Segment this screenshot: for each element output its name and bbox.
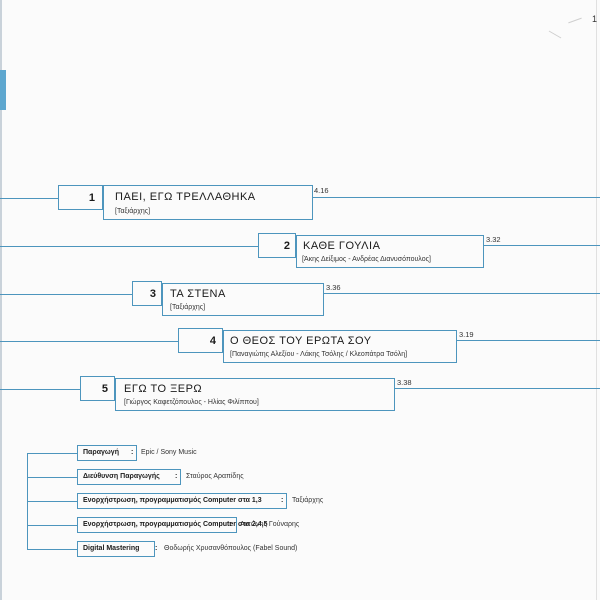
track-title-box xyxy=(103,185,313,220)
track-credits: [Παναγιώτης Αλεξίου - Λάκης Τσόλης / Κλε… xyxy=(230,351,408,358)
credit-label-box xyxy=(77,445,137,461)
credit-value: Epic / Sony Music xyxy=(141,449,197,456)
credit-label: Διεύθυνση Παραγωγής xyxy=(83,473,160,480)
track-number-box xyxy=(258,233,296,258)
track-connector-right xyxy=(457,340,600,341)
credit-label-box xyxy=(77,469,181,485)
track-connector-left xyxy=(0,341,178,342)
track-number: 5 xyxy=(101,383,108,395)
track-connector-left xyxy=(0,246,258,247)
credit-connector xyxy=(27,501,77,502)
track-title: ΤΑ ΣΤΕΝΑ xyxy=(170,288,226,300)
track-connector-right xyxy=(484,245,600,246)
track-duration: 4.16 xyxy=(314,186,329,195)
left-accent-bar xyxy=(0,70,6,110)
track-connector-right xyxy=(324,293,600,294)
track-credits: [Γιώργος Καφετζόπουλος - Ηλίας Φιλίππου] xyxy=(124,399,259,406)
credit-label: Digital Mastering xyxy=(83,545,140,552)
credit-label: Παραγωγή xyxy=(83,449,119,456)
track-title-box xyxy=(296,235,484,268)
track-title-box xyxy=(115,378,395,411)
track-title-box xyxy=(223,330,457,363)
credit-separator: : xyxy=(175,473,178,480)
track-connector-left xyxy=(0,294,132,295)
right-page-edge xyxy=(596,0,597,600)
credit-separator: : xyxy=(281,497,284,504)
track-number-box xyxy=(132,281,162,306)
scratch-mark xyxy=(548,30,562,39)
track-title-box xyxy=(162,283,324,316)
scratch-mark xyxy=(568,17,582,24)
credit-separator: : xyxy=(131,449,134,456)
corner-mark: 1 xyxy=(592,14,598,24)
credit-separator: : xyxy=(229,521,232,528)
credit-connector xyxy=(27,477,77,478)
left-page-edge xyxy=(0,0,2,600)
track-title: Ο ΘΕΟΣ ΤΟΥ ΕΡΩΤΑ ΣΟΥ xyxy=(230,335,372,347)
track-number-box xyxy=(80,376,115,401)
credit-label: Ενορχήστρωση, προγραμματισμός Computer σ… xyxy=(83,521,268,528)
credit-connector xyxy=(27,525,77,526)
track-connector-left xyxy=(0,198,58,199)
track-title: ΚΑΘΕ ΓΟΥΛΙΑ xyxy=(303,240,381,252)
credit-label: Ενορχήστρωση, προγραμματισμός Computer σ… xyxy=(83,497,262,504)
track-number: 1 xyxy=(88,192,95,204)
credit-value: Αντώνης Γούναρης xyxy=(240,521,300,528)
track-title: ΠΑΕΙ, ΕΓΩ ΤΡΕΛΛΑΘΗΚΑ xyxy=(115,191,256,203)
track-title: ΕΓΩ ΤΟ ΞΕΡΩ xyxy=(124,383,203,395)
track-number-box xyxy=(178,328,223,353)
track-duration: 3.32 xyxy=(486,235,501,244)
track-number: 2 xyxy=(283,240,290,252)
credit-connector xyxy=(27,549,77,550)
track-connector-right xyxy=(313,197,600,198)
credit-value: Ταξιάρχης xyxy=(292,497,324,504)
track-duration: 3.19 xyxy=(459,330,474,339)
track-duration: 3.38 xyxy=(397,378,412,387)
credit-value: Σταύρος Αραπίδης xyxy=(186,473,244,480)
credit-separator: : xyxy=(155,545,158,552)
track-connector-right xyxy=(395,388,600,389)
track-credits: [Ταξιάρχης] xyxy=(115,208,151,215)
track-number: 3 xyxy=(149,288,156,300)
credit-connector xyxy=(27,453,77,454)
credit-label-box xyxy=(77,541,155,557)
credit-value: Θοδωρής Χρυσανθόπουλος (Fabel Sound) xyxy=(164,545,298,552)
credit-label-box xyxy=(77,493,287,509)
track-duration: 3.36 xyxy=(326,283,341,292)
track-credits: [Ταξιάρχης] xyxy=(170,304,206,311)
track-number: 4 xyxy=(209,335,216,347)
track-connector-left xyxy=(0,389,80,390)
credit-label-box xyxy=(77,517,237,533)
track-credits: [Άκης Δείξιμος - Ανδρέας Διανυσόπουλος] xyxy=(302,256,431,263)
track-number-box xyxy=(58,185,103,210)
